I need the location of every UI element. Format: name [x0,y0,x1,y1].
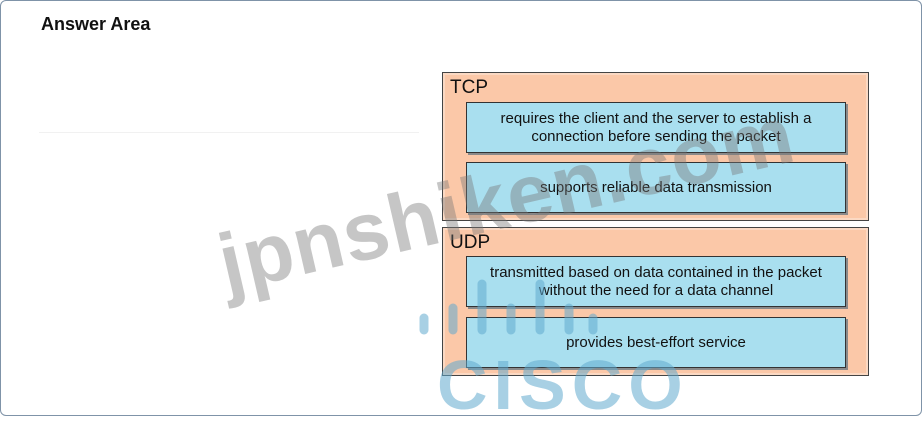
tcp-drop-zone[interactable]: TCP requires the client and the server t… [442,72,869,221]
udp-item-best-effort[interactable]: provides best-effort service [466,317,846,368]
udp-item-no-channel[interactable]: transmitted based on data contained in t… [466,256,846,307]
tcp-item-connection[interactable]: requires the client and the server to es… [466,102,846,153]
answer-area-title: Answer Area [41,14,151,34]
udp-drop-zone[interactable]: UDP transmitted based on data contained … [442,227,869,376]
empty-drop-line [39,132,419,133]
tcp-label: TCP [450,77,488,98]
udp-label: UDP [450,232,491,253]
tcp-item-reliable[interactable]: supports reliable data transmission [466,162,846,213]
